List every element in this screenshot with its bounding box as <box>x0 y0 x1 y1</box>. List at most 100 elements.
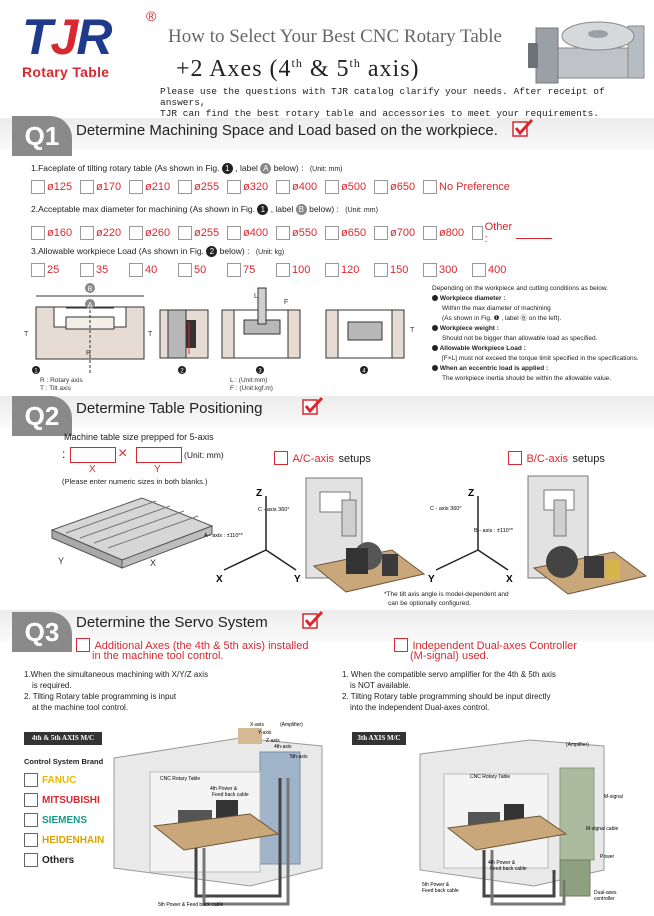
checkbox[interactable] <box>178 263 192 277</box>
faceplate-option-1[interactable]: ø125 <box>31 180 80 194</box>
option-label: ø255 <box>194 227 220 239</box>
checkbox[interactable] <box>31 263 45 277</box>
ac-axis-option[interactable]: A/C-axis setups <box>274 449 371 467</box>
option-label: ø210 <box>145 181 171 193</box>
checkbox[interactable] <box>325 226 339 240</box>
brand-list-title: Control System Brand <box>24 757 104 766</box>
svg-text:Y: Y <box>294 574 301 585</box>
right-badge: 3th AXIS M/C <box>352 732 406 745</box>
checkbox[interactable] <box>178 180 192 194</box>
workpiece-load-option-3[interactable]: 40 <box>129 263 178 277</box>
option-label: ø320 <box>243 181 269 193</box>
checkbox[interactable] <box>129 226 143 240</box>
workpiece-load-option-10[interactable]: 400 <box>472 263 521 277</box>
dual-axes-controller-option-line2: (M-signal) used. <box>410 650 489 662</box>
checkbox[interactable] <box>276 180 290 194</box>
max-diameter-option-10[interactable]: Other : <box>472 221 552 245</box>
logo-text: TJR <box>22 9 112 65</box>
faceplate-option-6[interactable]: ø400 <box>276 180 325 194</box>
checkbox[interactable] <box>325 263 339 277</box>
fig-number-4: 4 <box>362 369 366 375</box>
checkbox[interactable] <box>423 226 437 240</box>
checkbox[interactable] <box>80 263 94 277</box>
checkbox[interactable] <box>423 180 437 194</box>
checkbox[interactable] <box>374 180 388 194</box>
checkbox[interactable] <box>80 226 94 240</box>
x-label: X <box>89 464 96 475</box>
faceplate-option-8[interactable]: ø650 <box>374 180 423 194</box>
checkbox[interactable] <box>129 263 143 277</box>
workpiece-load-option-1[interactable]: 25 <box>31 263 80 277</box>
checkbox[interactable] <box>24 853 38 867</box>
max-diameter-option-2[interactable]: ø220 <box>80 221 129 245</box>
faceplate-option-9[interactable]: No Preference <box>423 180 543 194</box>
brand-option-heidenhain[interactable]: HEIDENHAIN <box>24 830 104 850</box>
svg-text:4th Power &: 4th Power & <box>488 860 516 866</box>
checkbox[interactable] <box>129 180 143 194</box>
left-badge: 4th & 5th AXIS M/C <box>24 732 102 745</box>
svg-text:Z: Z <box>256 488 262 499</box>
checkbox[interactable] <box>423 263 437 277</box>
option-label: 150 <box>390 264 409 276</box>
brand-option-mitsubishi[interactable]: MITSUBISHI <box>24 790 104 810</box>
checkbox[interactable] <box>227 226 241 240</box>
max-diameter-option-8[interactable]: ø700 <box>374 221 423 245</box>
faceplate-option-4[interactable]: ø255 <box>178 180 227 194</box>
max-diameter-option-4[interactable]: ø255 <box>178 221 227 245</box>
brand-option-siemens[interactable]: SIEMENS <box>24 810 104 830</box>
fig-number-3: 3 <box>258 369 262 375</box>
checkbox[interactable] <box>472 226 483 240</box>
faceplate-option-5[interactable]: ø320 <box>227 180 276 194</box>
checkbox[interactable] <box>325 180 339 194</box>
workpiece-load-option-2[interactable]: 35 <box>80 263 129 277</box>
workpiece-load-option-8[interactable]: 150 <box>374 263 423 277</box>
table-size-y-input[interactable] <box>136 447 182 463</box>
checkbox[interactable] <box>31 180 45 194</box>
q2-size-label: Machine table size prepped for 5-axis <box>64 432 214 442</box>
checkbox[interactable] <box>374 226 388 240</box>
max-diameter-option-5[interactable]: ø400 <box>227 221 276 245</box>
workpiece-load-option-5[interactable]: 75 <box>227 263 276 277</box>
workpiece-load-option-9[interactable]: 300 <box>423 263 472 277</box>
max-diameter-option-1[interactable]: ø160 <box>31 221 80 245</box>
dual-axes-controller-option[interactable]: Independent Dual-axes Controller <box>394 636 577 654</box>
checkbox[interactable] <box>24 833 38 847</box>
fig1-label-r: R <box>86 350 91 357</box>
svg-text:T: T <box>148 331 153 338</box>
other-input-line[interactable] <box>516 228 552 239</box>
checkbox[interactable] <box>227 263 241 277</box>
fig1-label-t: T <box>24 331 29 338</box>
faceplate-option-7[interactable]: ø500 <box>325 180 374 194</box>
machine-table-drawing: Y X <box>50 497 214 569</box>
logo-subtitle: Rotary Table <box>22 64 110 80</box>
checkbox[interactable] <box>227 180 241 194</box>
max-diameter-option-9[interactable]: ø800 <box>423 221 472 245</box>
workpiece-load-option-7[interactable]: 120 <box>325 263 374 277</box>
max-diameter-option-7[interactable]: ø650 <box>325 221 374 245</box>
option-label: ø255 <box>194 181 220 193</box>
checkbox[interactable] <box>24 793 38 807</box>
faceplate-option-2[interactable]: ø170 <box>80 180 129 194</box>
svg-text:Y-axis: Y-axis <box>258 730 272 736</box>
brand-option-others[interactable]: Others <box>24 850 104 870</box>
faceplate-option-3[interactable]: ø210 <box>129 180 178 194</box>
checkbox[interactable] <box>178 226 192 240</box>
table-size-x-input[interactable] <box>70 447 116 463</box>
svg-text:Feed back cable: Feed back cable <box>490 866 527 872</box>
checkbox[interactable] <box>24 773 38 787</box>
checkbox[interactable] <box>31 226 45 240</box>
max-diameter-option-6[interactable]: ø550 <box>276 221 325 245</box>
workpiece-load-option-4[interactable]: 50 <box>178 263 227 277</box>
checkbox[interactable] <box>24 813 38 827</box>
brand-option-fanuc[interactable]: FANUC <box>24 770 104 790</box>
checkbox[interactable] <box>472 263 486 277</box>
svg-text:X: X <box>216 574 223 585</box>
additional-axes-option[interactable]: Additional Axes (the 4th & 5th axis) ins… <box>76 636 308 654</box>
max-diameter-option-3[interactable]: ø260 <box>129 221 178 245</box>
checkbox[interactable] <box>374 263 388 277</box>
checkbox[interactable] <box>80 180 94 194</box>
checkbox[interactable] <box>276 263 290 277</box>
bc-axis-option[interactable]: B/C-axis setups <box>508 449 605 467</box>
workpiece-load-option-6[interactable]: 100 <box>276 263 325 277</box>
checkbox[interactable] <box>276 226 290 240</box>
